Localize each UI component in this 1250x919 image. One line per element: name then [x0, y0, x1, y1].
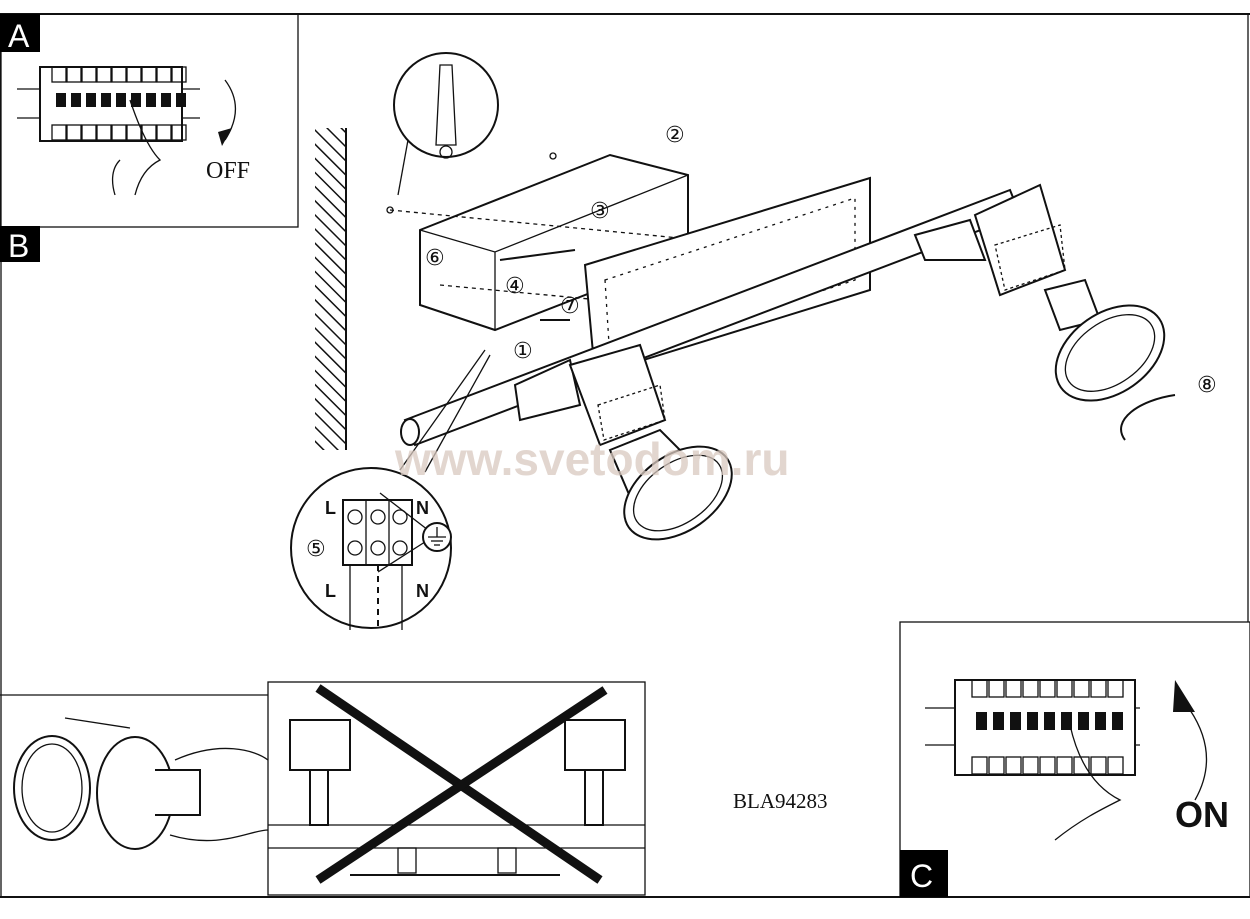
dowel-icon [393, 52, 499, 196]
bulb-replacement-panel [0, 694, 269, 850]
arrow-icon [1189, 709, 1208, 801]
hand-icon [111, 99, 162, 196]
incorrect-mounting-panel [267, 681, 646, 896]
hand-icon [169, 747, 269, 842]
panel-a-label-box [0, 14, 40, 52]
panel-a: A OFF [0, 13, 299, 228]
cross-out-icon [315, 684, 608, 884]
wire-l-top: L [325, 498, 336, 518]
panel-b-label-box [0, 226, 40, 262]
on-label: ON [1175, 794, 1229, 835]
watermark: www.svetodom.ru [394, 433, 789, 485]
wire-n-top: N [416, 498, 429, 518]
step-1: ① [513, 339, 533, 364]
step-6: ⑥ [425, 246, 445, 271]
panel-b-label: B [8, 228, 29, 264]
model-code: BLA94283 [733, 789, 828, 813]
panel-a-label: A [8, 18, 30, 54]
step-5: ⑤ [306, 537, 326, 562]
spotlight-2 [913, 183, 1176, 441]
step-4: ④ [505, 274, 525, 299]
earth-ground-icon [422, 522, 452, 552]
panel-c-label: C [910, 858, 933, 894]
step-7: ⑦ [560, 294, 580, 319]
wiring-detail: L N L N ⑤ [290, 349, 491, 630]
wire-l-bottom: L [325, 581, 336, 601]
panel-c-label-box [900, 850, 948, 897]
rotate-arrow-icon [1120, 394, 1176, 441]
step-8: ⑧ [1197, 373, 1217, 398]
hand-icon [1054, 724, 1122, 841]
wall-hatch-icon [315, 128, 347, 450]
spotlight-1 [513, 343, 733, 541]
breaker-panel-icon [17, 66, 200, 142]
step-3: ③ [590, 199, 610, 224]
panel-c: ON C [899, 621, 1250, 898]
terminal-block [342, 499, 413, 566]
wire-n-bottom: N [416, 581, 429, 601]
step-2: ② [665, 123, 685, 148]
off-label: OFF [206, 158, 250, 184]
breaker-panel-icon [925, 679, 1140, 776]
